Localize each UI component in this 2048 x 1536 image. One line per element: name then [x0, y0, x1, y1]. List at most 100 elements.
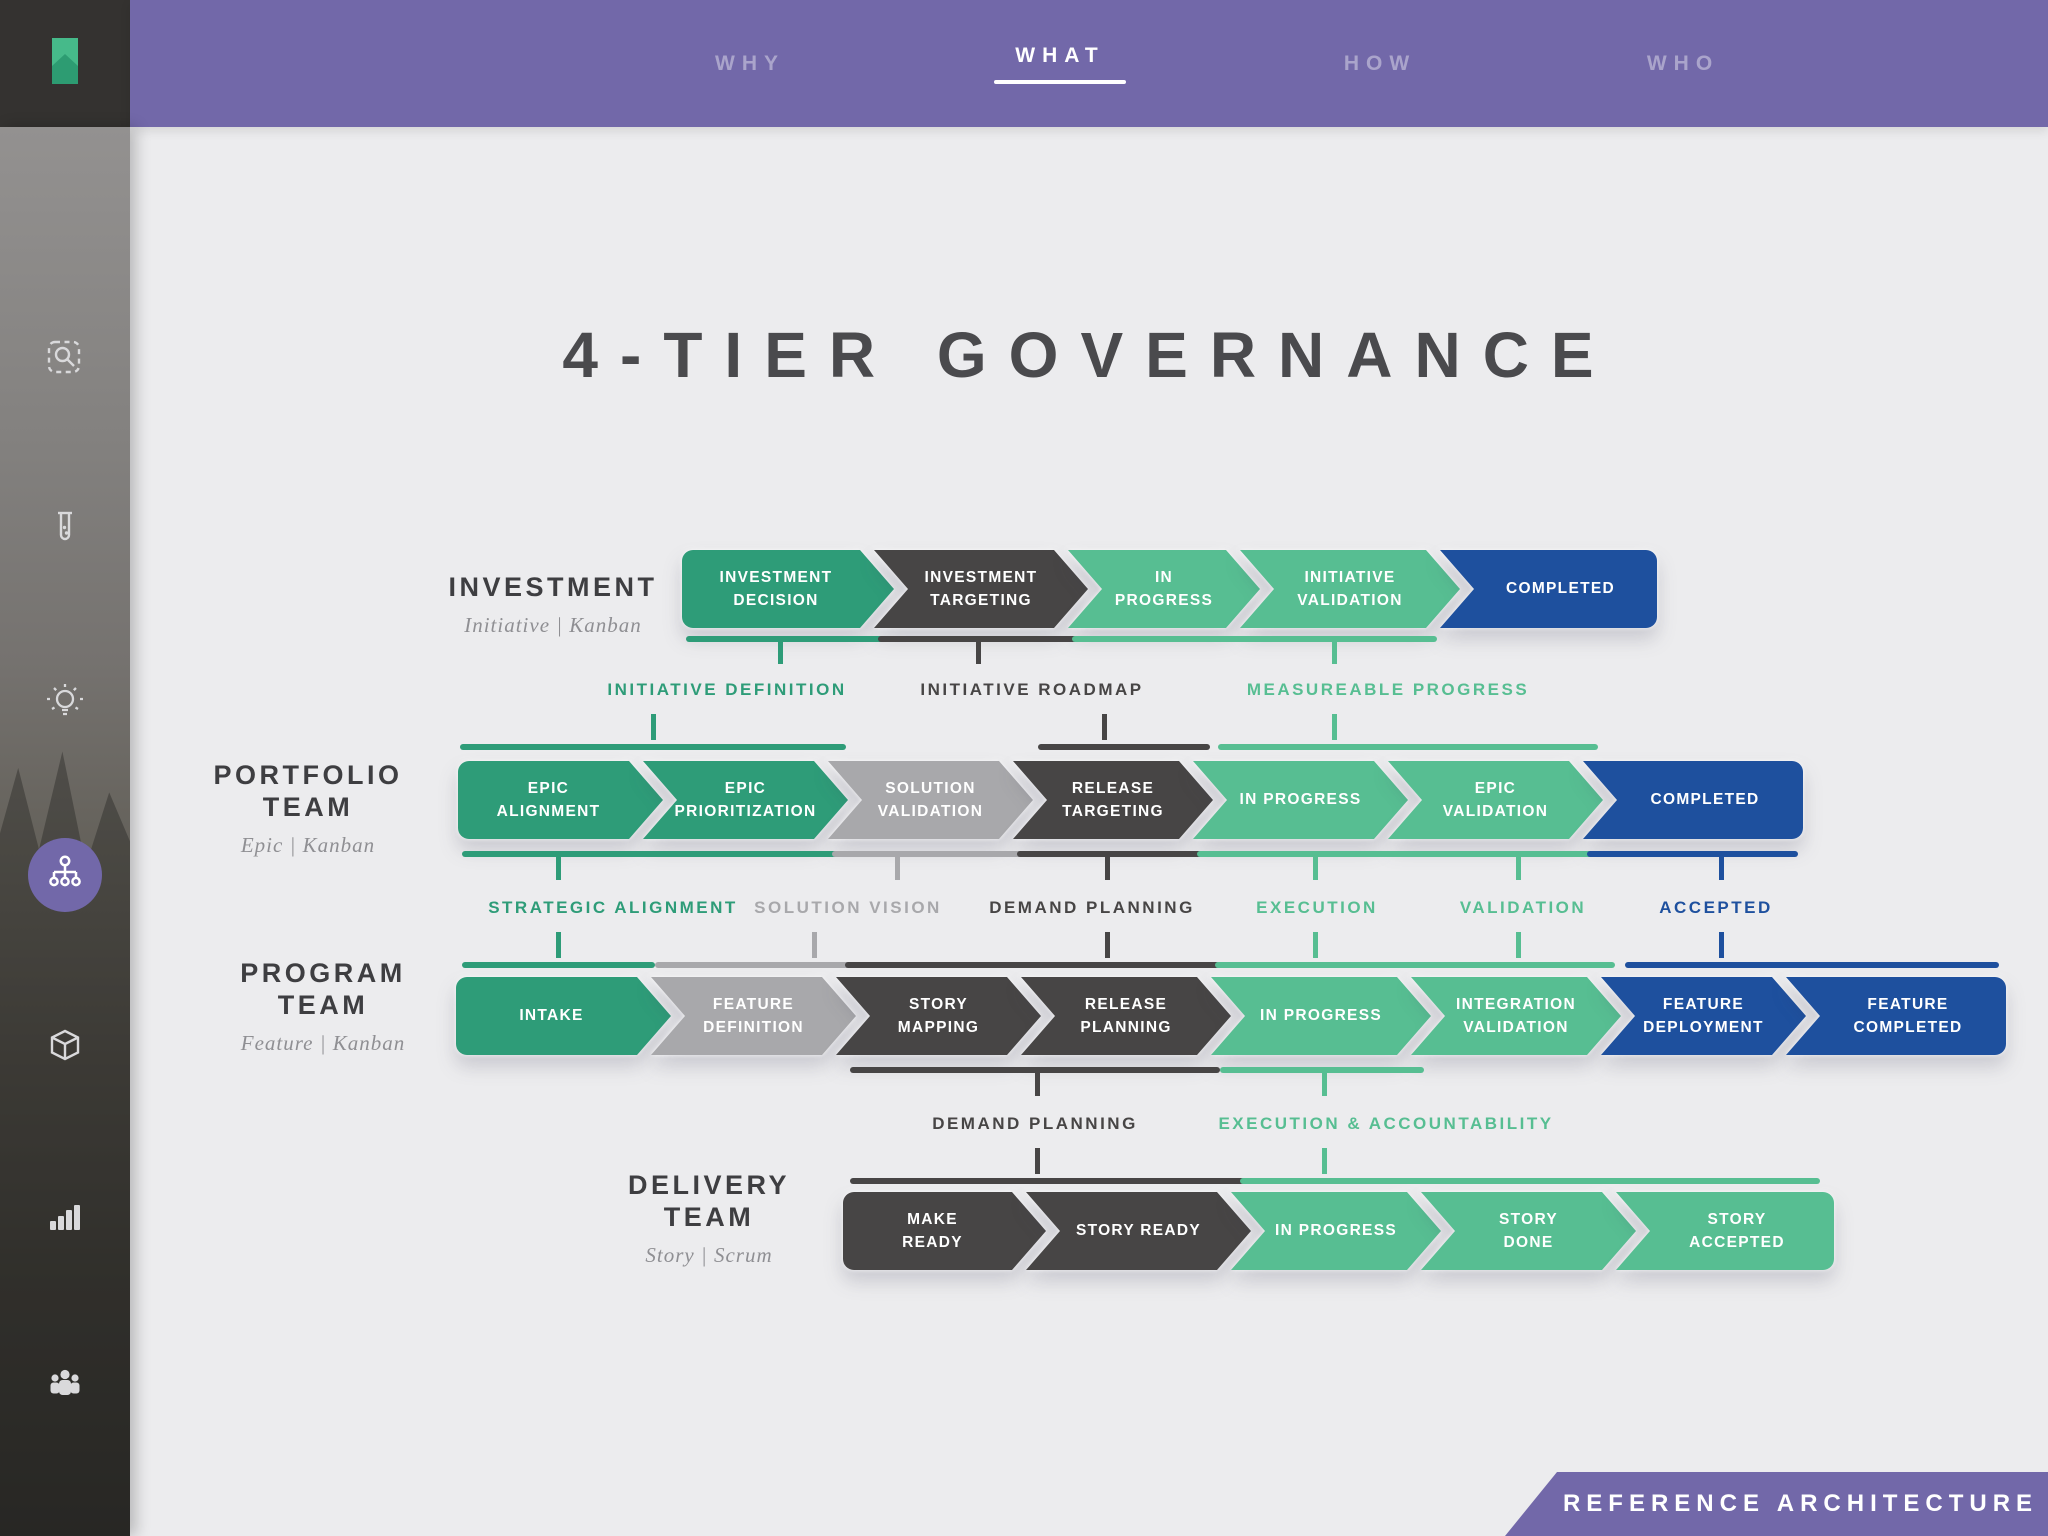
stage-epic-alignment: EPIC ALIGNMENT: [458, 761, 663, 839]
stage-completed: COMPLETED: [1583, 761, 1803, 839]
connector-label: DEMAND PLANNING: [989, 898, 1195, 917]
bracket-stem-top: [1105, 855, 1110, 880]
sidebar-item-bar-chart[interactable]: [43, 1197, 87, 1241]
stage-label-line: DONE: [1503, 1234, 1554, 1251]
bracket-bar-bottom: [1415, 962, 1615, 968]
reference-architecture-banner: REFERENCE ARCHITECTURE: [1505, 1472, 2048, 1536]
stage-label-line: DEPLOYMENT: [1643, 1019, 1764, 1036]
bracket-bar-top: [850, 1067, 1220, 1073]
tab-label: WHAT: [1015, 43, 1105, 67]
stage-label-line: STORY: [1707, 1210, 1767, 1228]
sidebar-item-cube[interactable]: [43, 1027, 87, 1071]
bracket-stem-top: [1719, 855, 1724, 880]
stage-label-line: COMPLETED: [1853, 1019, 1963, 1036]
bracket-stem-bottom: [1322, 1148, 1327, 1174]
stage-label-line: MAKE: [907, 1210, 958, 1228]
bracket-bar-top: [462, 851, 845, 857]
sidebar-item-team[interactable]: [43, 1363, 87, 1407]
tab-why[interactable]: WHY: [715, 0, 785, 127]
app-logo[interactable]: [0, 0, 130, 127]
sidebar: [0, 127, 130, 1536]
top-nav-bar: WHY WHAT HOW WHO: [130, 0, 2048, 127]
stage-label-line: STORY READY: [1075, 1222, 1202, 1240]
bracket-bar-bottom: [1218, 744, 1598, 750]
tab-what[interactable]: WHAT: [994, 0, 1126, 127]
stage-label-line: COMPLETED: [1650, 791, 1760, 809]
bracket-bar-top: [1587, 851, 1798, 857]
sidebar-item-lightbulb[interactable]: [43, 682, 87, 726]
team-name-line: TEAM: [277, 989, 369, 1020]
bracket-bar-bottom: [1240, 1178, 1820, 1184]
team-name-line: TEAM: [262, 791, 354, 822]
test-tube-icon: [43, 507, 87, 556]
stage-shape: EPIC ALIGNMENT: [458, 761, 663, 839]
stage-label-line: ALIGNMENT: [496, 803, 601, 820]
sidebar-item-hierarchy[interactable]: [28, 838, 102, 912]
bracket-stem-top: [1516, 855, 1521, 880]
stage-label-line: FEATURE: [712, 995, 795, 1013]
bracket-stem-bottom: [1035, 1148, 1040, 1174]
stage-label-line: EPIC: [527, 779, 570, 797]
insight-head-icon: [43, 1531, 87, 1536]
stage-feature-deployment: FEATURE DEPLOYMENT: [1601, 977, 1806, 1055]
bracket-bar-top: [1072, 636, 1437, 642]
bracket-stem-top: [1035, 1071, 1040, 1096]
stage-label-line: STORY MAPPING: [897, 995, 980, 1036]
sidebar-item-test-tube[interactable]: [43, 509, 87, 553]
stage-story-mapping: STORY MAPPING: [836, 977, 1041, 1055]
stage-shape: FEATURE DEPLOYMENT: [1601, 977, 1806, 1055]
connector-label: STRATEGIC ALIGNMENT: [488, 898, 738, 917]
stage-shape: IN PROGRESS: [1211, 977, 1431, 1055]
stage-label-line: PRIORITIZATION: [674, 803, 817, 820]
team-name-line: PORTFOLIO: [213, 760, 403, 790]
tab-label: WHO: [1646, 51, 1720, 75]
stage-shape: IN PROGRESS: [1193, 761, 1408, 839]
stage-label-line: INITIATIVE: [1304, 568, 1396, 586]
stage-in-progress: IN PROGRESS: [1231, 1192, 1441, 1270]
tab-how[interactable]: HOW: [1344, 0, 1416, 127]
stage-label-line: PLANNING: [1080, 1019, 1172, 1036]
team-subtitle: Story | Scrum: [645, 1242, 773, 1267]
stage-label-line: VALIDATION: [1463, 1019, 1569, 1036]
tab-who[interactable]: WHO: [1647, 0, 1719, 127]
stage-label-line: IN PROGRESS: [1260, 1007, 1382, 1025]
stage-label-line: INVESTMENT: [719, 568, 833, 586]
stage-intake: INTAKE: [456, 977, 671, 1055]
stage-label-line: VALIDATION: [1297, 592, 1403, 609]
stage-story-ready: STORY READY: [1026, 1192, 1251, 1270]
stage-label-line: SOLUTION: [885, 779, 976, 797]
stage-shape: IN PROGRESS: [1231, 1192, 1441, 1270]
stage-label-line: DECISION: [733, 592, 819, 609]
bracket-bar-bottom: [655, 962, 850, 968]
sidebar-item-screen-search[interactable]: [43, 338, 87, 382]
bracket-stem-bottom: [556, 932, 561, 958]
connector-label: VALIDATION: [1459, 898, 1587, 917]
bracket-stem-bottom: [1105, 932, 1110, 958]
stage-label-line: VALIDATION: [1442, 803, 1549, 820]
connector-label: SOLUTION VISION: [754, 898, 942, 917]
tab-label: WHY: [715, 51, 785, 75]
bracket-stem-top: [1313, 855, 1318, 880]
bracket-bar-top: [1392, 851, 1597, 857]
bracket-stem-top: [778, 640, 783, 664]
stage-investment-decision: INVESTMENT DECISION: [682, 550, 894, 628]
stage-label-line: FEATURE: [1662, 995, 1745, 1013]
stage-label-line: RELEASE: [1071, 779, 1155, 797]
connector-label: INITIATIVE DEFINITION: [607, 680, 847, 699]
